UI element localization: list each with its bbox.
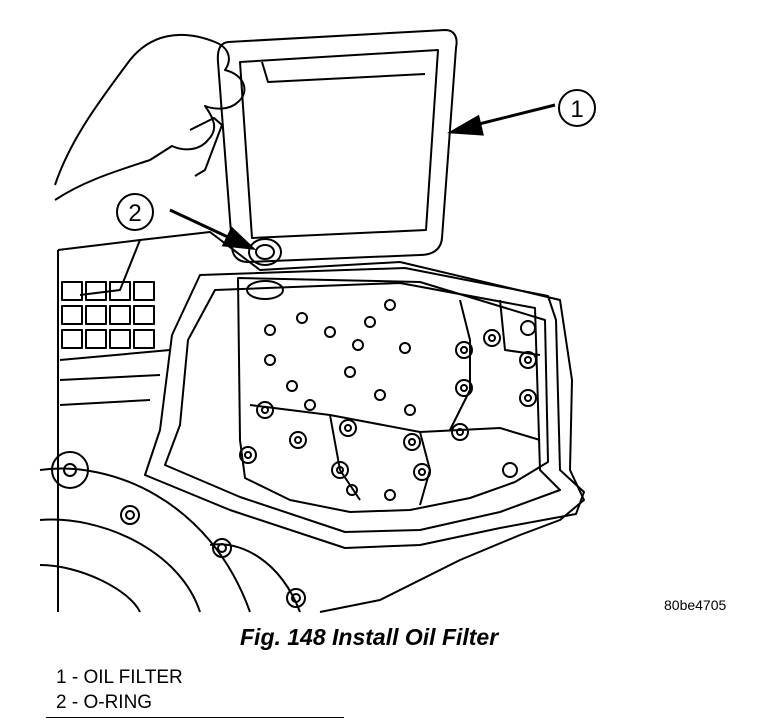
- valve-body: [237, 277, 549, 513]
- legend-number: 2: [56, 692, 67, 713]
- o-ring: [248, 238, 282, 266]
- callout-arrows: [169, 103, 556, 250]
- torque-housing: [39, 467, 251, 613]
- callout-2: 2: [116, 193, 154, 231]
- legend-number: 1: [56, 667, 67, 688]
- svg-text:1: 1: [570, 96, 583, 123]
- figure-caption: Fig. 148 Install Oil Filter: [240, 624, 499, 650]
- legend-separator: -: [71, 692, 84, 713]
- legend-text: OIL FILTER: [83, 667, 183, 688]
- oil-filter: [216, 29, 458, 263]
- image-code: 80be4705: [664, 597, 727, 613]
- hand: [54, 33, 246, 201]
- legend-text: O-RING: [83, 692, 153, 713]
- legend-item: 2 - O-RING: [56, 692, 152, 714]
- callout-1: 1: [558, 89, 596, 127]
- pan-flange: [144, 267, 585, 549]
- legend-divider: [46, 717, 344, 718]
- oil-filter-illustration: 1 2: [39, 29, 596, 613]
- case-ribs: [59, 281, 171, 406]
- legend-item: 1 - OIL FILTER: [56, 667, 183, 689]
- valve-body-bolts: [239, 299, 537, 501]
- legend-separator: -: [71, 667, 84, 688]
- transmission-case: [57, 231, 585, 613]
- svg-text:2: 2: [128, 200, 141, 227]
